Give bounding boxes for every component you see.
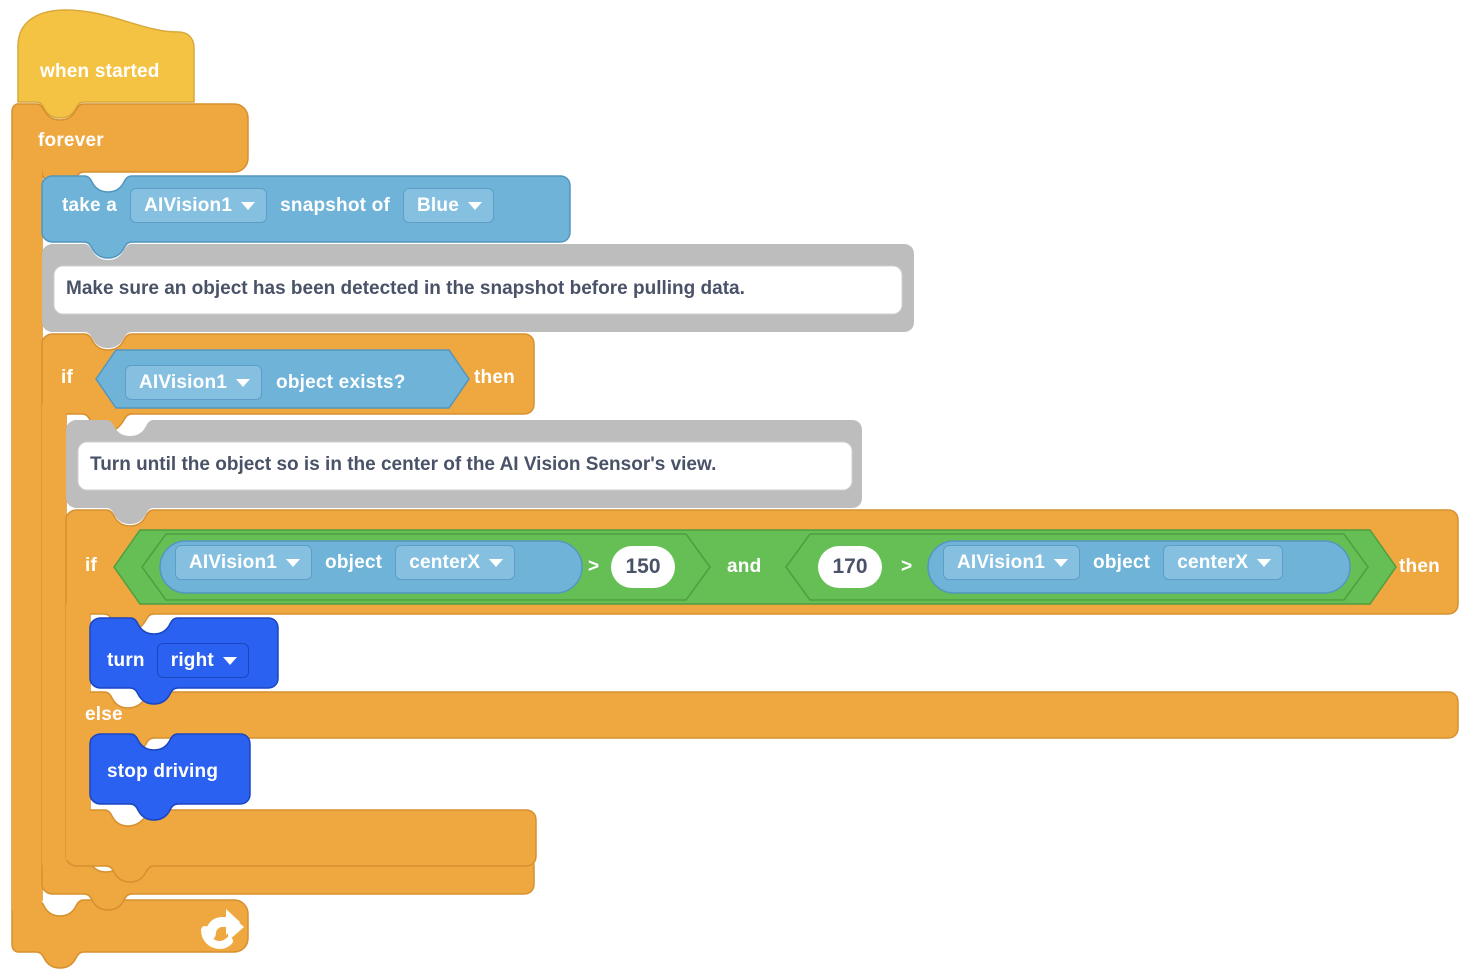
comment-1-text[interactable]: Make sure an object has been detected in… <box>66 278 745 299</box>
chevron-down-icon <box>241 201 256 210</box>
when-started-label: when started <box>40 61 160 82</box>
comment-1-shape[interactable] <box>42 244 914 348</box>
left-comparison-operator: > <box>588 556 600 577</box>
and-operator-label: and <box>727 556 762 577</box>
chevron-down-icon <box>467 201 482 210</box>
right-centerx-middle-label: object <box>1093 552 1151 573</box>
right-comparison-operator: > <box>901 556 913 577</box>
snapshot-signature-dropdown[interactable]: Blue <box>403 188 494 223</box>
if-center-else-label: else <box>85 704 123 725</box>
object-exists-boolean[interactable]: AIVision1 object exists? <box>125 365 406 400</box>
left-centerx-property-value: centerX <box>409 552 481 573</box>
forever-block-shape[interactable] <box>11 103 249 969</box>
chevron-down-icon <box>1257 558 1272 567</box>
if-center-then-label: then <box>1399 556 1440 577</box>
left-comparison[interactable]: AIVision1 object centerX <box>175 545 516 580</box>
snapshot-block[interactable]: take a AIVision1 snapshot of Blue <box>62 188 494 223</box>
object-exists-device-value: AIVision1 <box>139 372 228 393</box>
loop-arrow-icon <box>201 909 244 950</box>
forever-label: forever <box>38 130 104 151</box>
left-centerx-middle-label: object <box>325 552 383 573</box>
chevron-down-icon <box>236 378 251 387</box>
if-exists-then-label: then <box>474 367 515 388</box>
turn-label: turn <box>107 650 145 671</box>
chevron-down-icon <box>286 558 301 567</box>
stop-driving-label[interactable]: stop driving <box>107 761 219 782</box>
comment-2-shape[interactable] <box>66 420 862 524</box>
snapshot-device-value: AIVision1 <box>144 195 233 216</box>
left-centerx-device-dropdown[interactable]: AIVision1 <box>175 545 313 580</box>
snapshot-middle-label: snapshot of <box>280 195 390 216</box>
snapshot-prefix-label: take a <box>62 195 118 216</box>
snapshot-device-dropdown[interactable]: AIVision1 <box>130 188 268 223</box>
object-exists-label: object exists? <box>276 372 406 393</box>
right-centerx-property-dropdown[interactable]: centerX <box>1163 545 1284 580</box>
right-centerx-device-value: AIVision1 <box>957 552 1046 573</box>
right-centerx-device-dropdown[interactable]: AIVision1 <box>943 545 1081 580</box>
object-exists-device-dropdown[interactable]: AIVision1 <box>125 365 263 400</box>
chevron-down-icon <box>489 558 504 567</box>
comment-2-text[interactable]: Turn until the object so is in the cente… <box>90 454 717 475</box>
right-comparison[interactable]: AIVision1 object centerX <box>943 545 1284 580</box>
stop-driving-block-shape[interactable] <box>89 733 251 821</box>
right-comparison-value[interactable]: 170 <box>818 546 882 588</box>
chevron-down-icon <box>1054 558 1069 567</box>
if-exists-if-label: if <box>61 367 74 388</box>
turn-direction-value: right <box>170 650 214 671</box>
turn-direction-dropdown[interactable]: right <box>156 643 249 678</box>
left-centerx-property-dropdown[interactable]: centerX <box>395 545 516 580</box>
right-centerx-property-value: centerX <box>1177 552 1249 573</box>
chevron-down-icon <box>222 656 237 665</box>
turn-block[interactable]: turn right <box>107 643 249 678</box>
hat-block-shape[interactable] <box>17 9 195 119</box>
if-center-if-label: if <box>85 555 98 576</box>
snapshot-signature-value: Blue <box>417 195 459 216</box>
left-centerx-device-value: AIVision1 <box>189 552 278 573</box>
left-comparison-value[interactable]: 150 <box>611 546 675 588</box>
